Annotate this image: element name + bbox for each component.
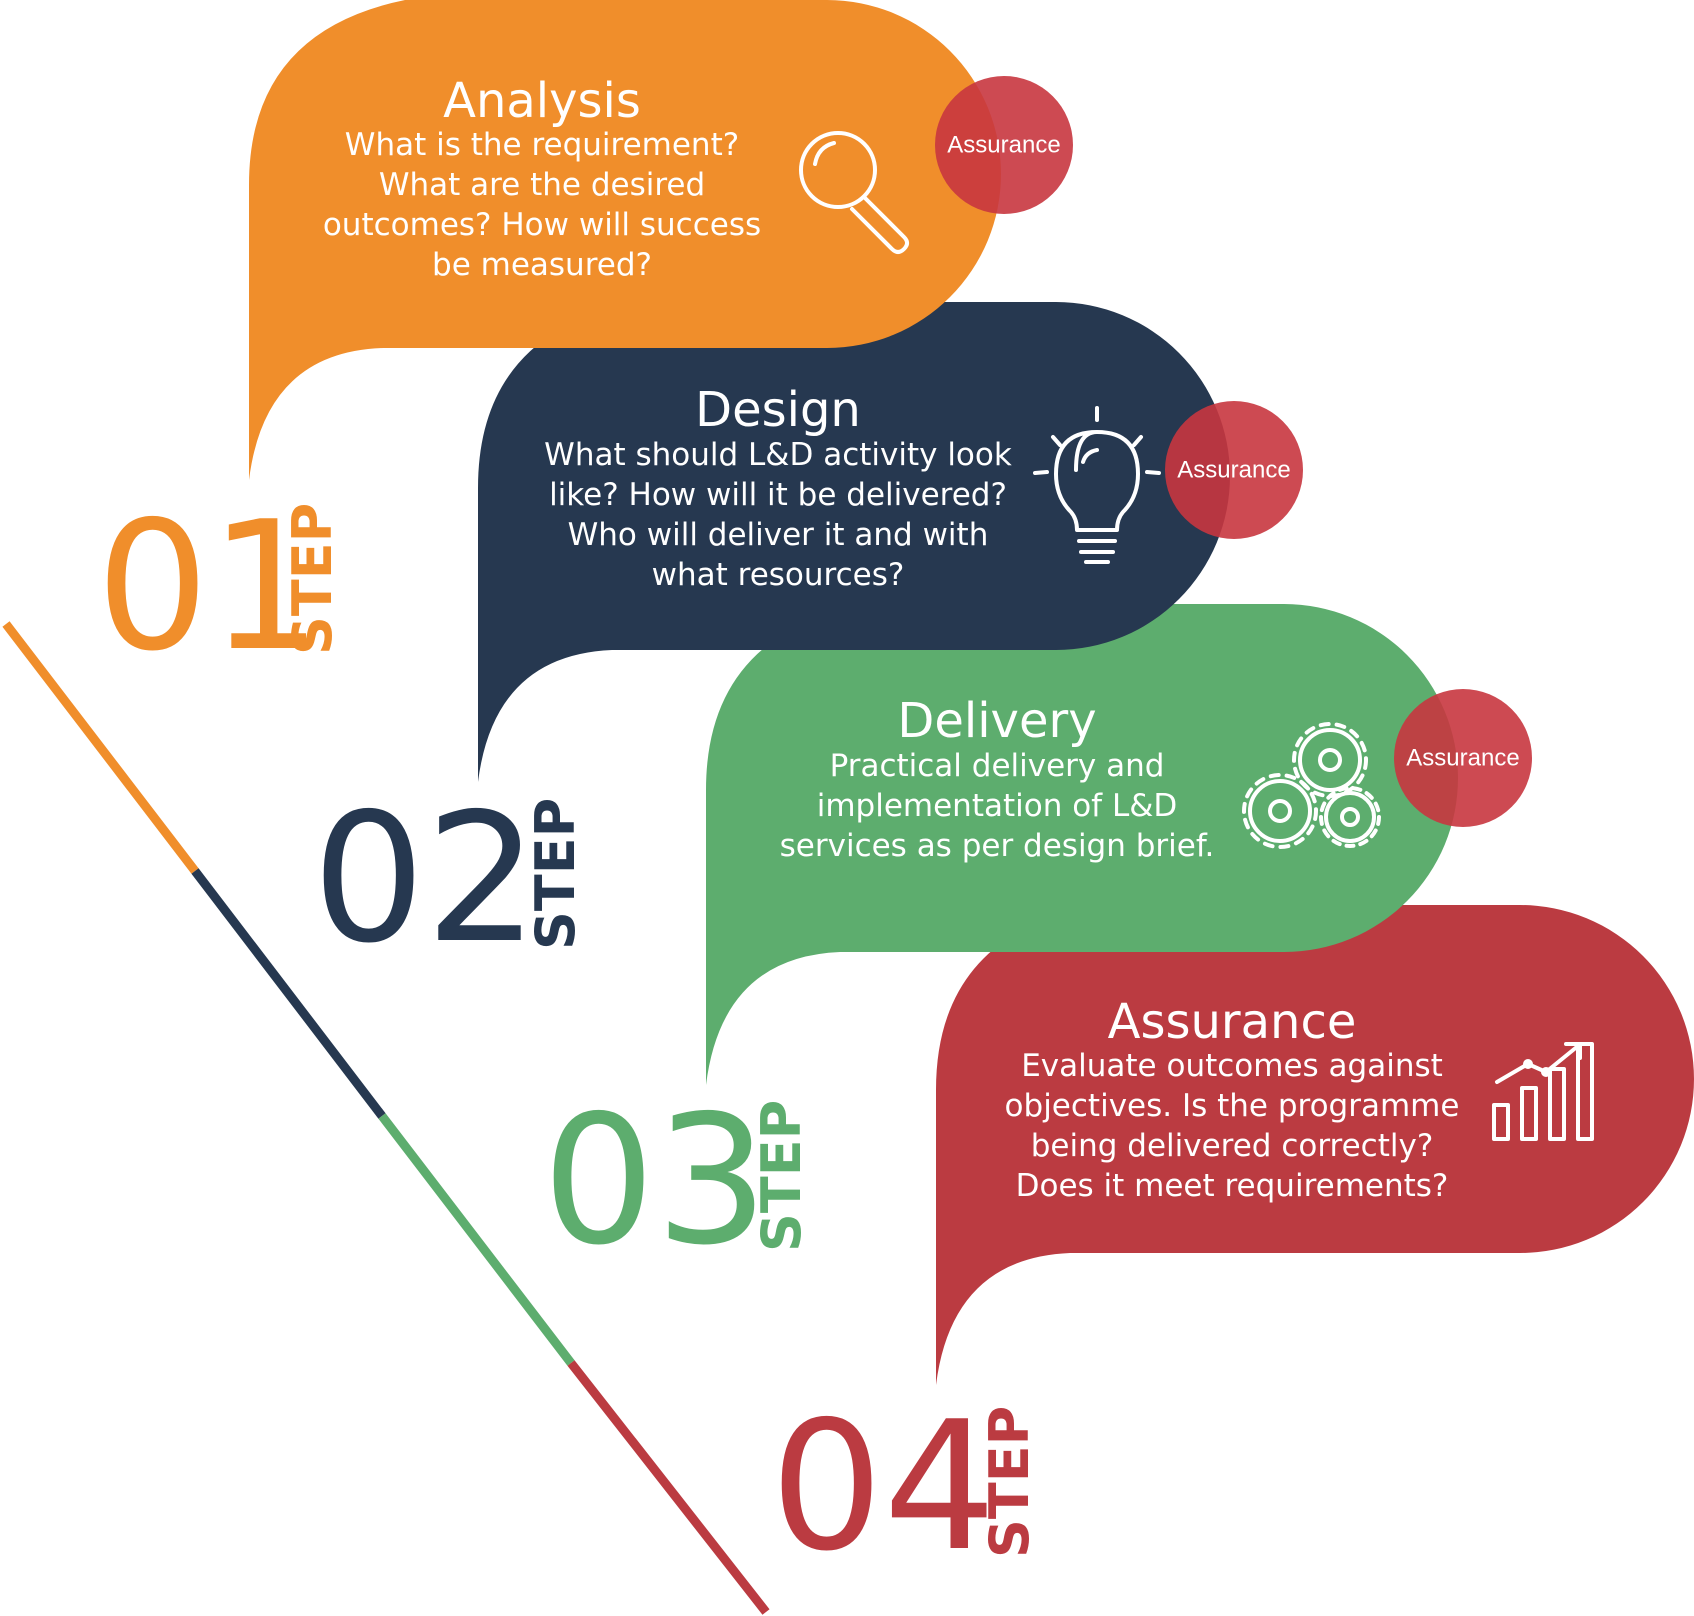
step-3-marker: 03 STEP [542,1077,813,1284]
step-4-title: Assurance [1108,994,1357,1050]
step-3-word: STEP [750,1100,813,1252]
bubble-shape [249,0,1001,480]
growth-chart-icon [1492,1042,1594,1141]
step-1-line-4: be measured? [432,247,652,283]
step-2-line-4: what resources? [652,557,905,593]
step-3-line-1: Practical delivery and [830,748,1165,784]
timeline-segment-2 [191,868,386,1119]
step-4-line-2: objectives. Is the programme [1005,1088,1460,1124]
step-4-line-1: Evaluate outcomes against [1021,1048,1443,1084]
step-3-title: Delivery [897,693,1096,749]
step-2-marker: 02 STEP [312,775,587,982]
step-1-bubble: Analysis What is the requirement? What a… [249,0,1073,480]
step-1-line-3: outcomes? How will success [323,207,761,243]
step-4-line-3: being delivered correctly? [1031,1128,1434,1164]
gears-icon [1242,722,1381,849]
assurance-badge-1 [935,76,1073,214]
step-4-word: STEP [978,1406,1041,1558]
step-2-number: 02 [312,775,539,982]
timeline-segment-3 [378,1113,575,1366]
bubble-shape [706,604,1458,1085]
step-3-bubble: Delivery Practical delivery and implemen… [706,604,1532,1085]
bubble-shape [936,905,1694,1385]
step-1-line-2: What are the desired [379,167,705,203]
assurance-badge-3 [1394,689,1532,827]
step-4-marker: 04 STEP [770,1383,1041,1590]
step-3-number: 03 [542,1077,769,1284]
assurance-badge-2-label: Assurance [1177,456,1290,483]
step-4-bubble: Assurance Evaluate outcomes against obje… [936,905,1694,1385]
assurance-badge-3-label: Assurance [1406,744,1519,771]
bubble-shape [478,302,1230,782]
step-2-bubble: Design What should L&D activity look lik… [478,302,1303,782]
lightbulb-icon [1033,406,1161,564]
step-3-line-3: services as per design brief. [780,828,1215,864]
step-1-title: Analysis [443,73,641,129]
step-2-line-3: Who will deliver it and with [568,517,989,553]
magnifier-icon [799,131,909,254]
step-2-title: Design [695,382,861,438]
assurance-badge-1-label: Assurance [947,131,1060,158]
step-2-line-1: What should L&D activity look [544,437,1012,473]
timeline-segment-1 [2,621,199,874]
step-1-line-1: What is the requirement? [345,127,739,163]
step-1-word: STEP [281,503,344,655]
step-4-number: 04 [770,1383,997,1590]
assurance-badge-2 [1165,401,1303,539]
timeline-segment-4 [567,1360,770,1615]
step-2-word: STEP [524,798,587,950]
step-3-line-2: implementation of L&D [817,788,1178,824]
timeline [2,621,770,1615]
step-1-marker: 01 STEP [96,483,344,690]
step-2-line-2: like? How will it be delivered? [549,477,1007,513]
step-4-line-4: Does it meet requirements? [1016,1168,1449,1204]
step-1-number: 01 [96,483,323,690]
